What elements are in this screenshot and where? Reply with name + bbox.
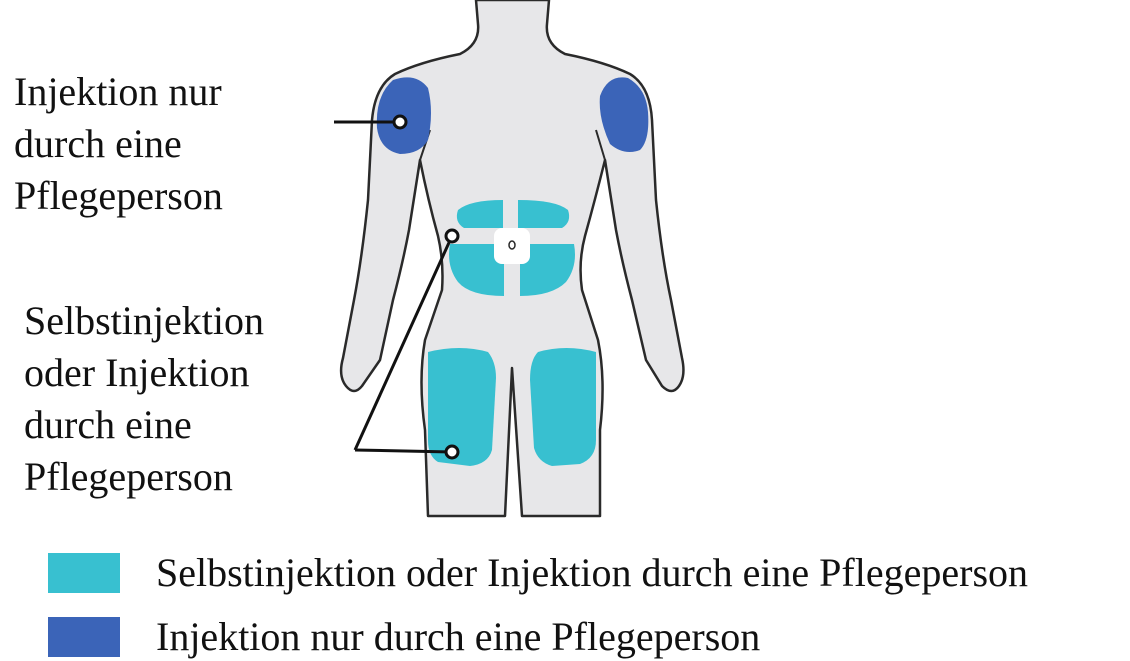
callout-line: Pflegeperson — [24, 451, 264, 503]
legend-item-caregiver-only: Injektion nur durch eine Pflegeperson — [48, 611, 760, 661]
callout-line: durch eine — [14, 118, 223, 170]
thigh-site-marker — [446, 446, 458, 458]
left-thigh-zone — [428, 348, 496, 466]
callout-line: Pflegeperson — [14, 170, 223, 222]
callout-line: oder Injektion — [24, 347, 264, 399]
self-leader-line-thigh — [355, 450, 452, 452]
legend-swatch-caregiver — [48, 617, 120, 657]
legend-label: Selbstinjektion oder Injektion durch ein… — [156, 547, 1028, 599]
callout-line: durch eine — [24, 399, 264, 451]
abdomen-site-marker — [446, 230, 458, 242]
arm-site-marker — [394, 116, 406, 128]
self-or-caregiver-callout: Selbstinjektion oder Injektion durch ein… — [24, 295, 264, 503]
caregiver-only-callout: Injektion nur durch eine Pflegeperson — [14, 66, 223, 222]
callout-line: Selbstinjektion — [24, 295, 264, 347]
legend-label: Injektion nur durch eine Pflegeperson — [156, 611, 760, 661]
legend-swatch-self — [48, 553, 120, 593]
callout-line: Injektion nur — [14, 66, 223, 118]
legend-item-self-or-caregiver: Selbstinjektion oder Injektion durch ein… — [48, 547, 1028, 599]
right-thigh-zone — [530, 348, 596, 466]
